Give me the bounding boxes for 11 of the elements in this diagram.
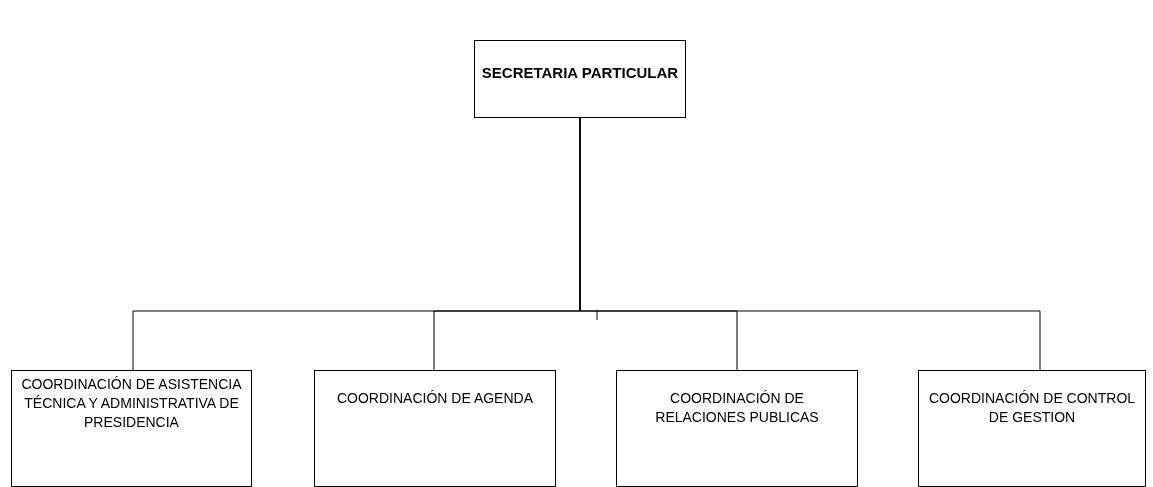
unit-box xyxy=(918,370,1146,487)
unit-box xyxy=(314,370,556,487)
unit-name: COORDINACIÓN DE CONTROL DE GESTION xyxy=(927,389,1137,427)
unit-box xyxy=(616,370,858,487)
unit-name: COORDINACIÓN DE AGENDA xyxy=(337,389,533,408)
root-box xyxy=(474,40,686,118)
unit-name: COORDINACIÓN DE RELACIONES PUBLICAS xyxy=(654,389,820,427)
unit-box xyxy=(11,370,252,487)
unit-name: SECRETARIA PARTICULAR xyxy=(481,63,679,83)
unit-name: COORDINACIÓN DE ASISTENCIA TÉCNICA Y ADMINISTRATIVA DE PRESIDENCIA xyxy=(20,375,243,432)
connector-line xyxy=(579,117,1041,371)
